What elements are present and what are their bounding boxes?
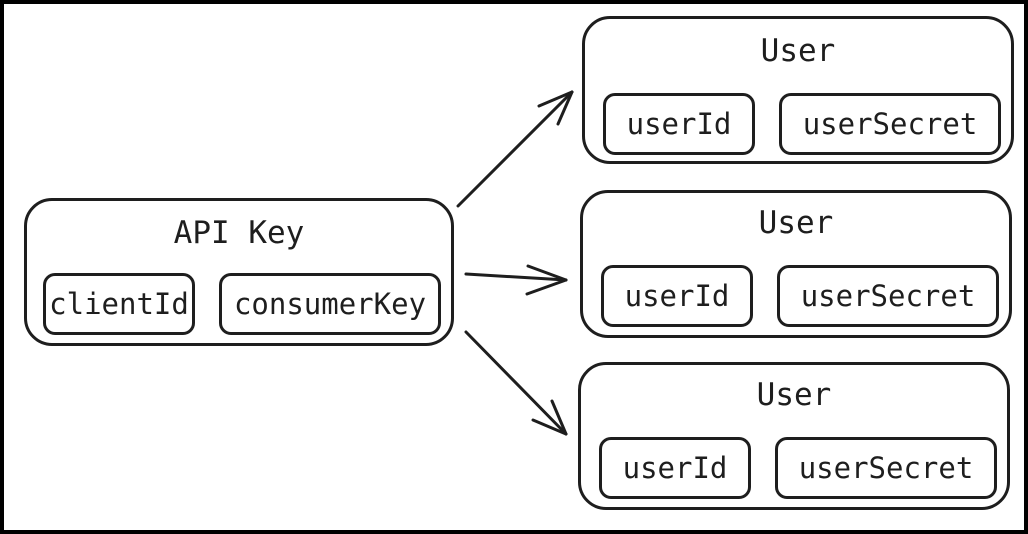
api-key-box: API Key clientId consumerKey (24, 198, 454, 346)
user-title-1: User (760, 33, 836, 69)
api-key-title: API Key (173, 215, 305, 251)
user-title-2: User (758, 205, 834, 241)
arrow-to-user-3 (464, 330, 568, 436)
user-box-1: User userId userSecret (582, 16, 1014, 164)
user-secret-field-3: userSecret (775, 437, 997, 499)
connector-arrows (456, 90, 574, 436)
user-id-field-2: userId (601, 265, 753, 327)
consumer-key-field: consumerKey (219, 273, 441, 335)
user-secret-field-2: userSecret (777, 265, 999, 327)
arrow-to-user-1 (456, 90, 574, 208)
user-box-3: User userId userSecret (578, 362, 1010, 510)
user-box-2: User userId userSecret (580, 190, 1012, 338)
user-id-field-3: userId (599, 437, 751, 499)
user-secret-field-1: userSecret (779, 93, 1001, 155)
user-id-field-1: userId (603, 93, 755, 155)
client-id-field: clientId (43, 273, 195, 335)
arrow-to-user-2 (464, 264, 568, 296)
user-title-3: User (756, 377, 832, 413)
